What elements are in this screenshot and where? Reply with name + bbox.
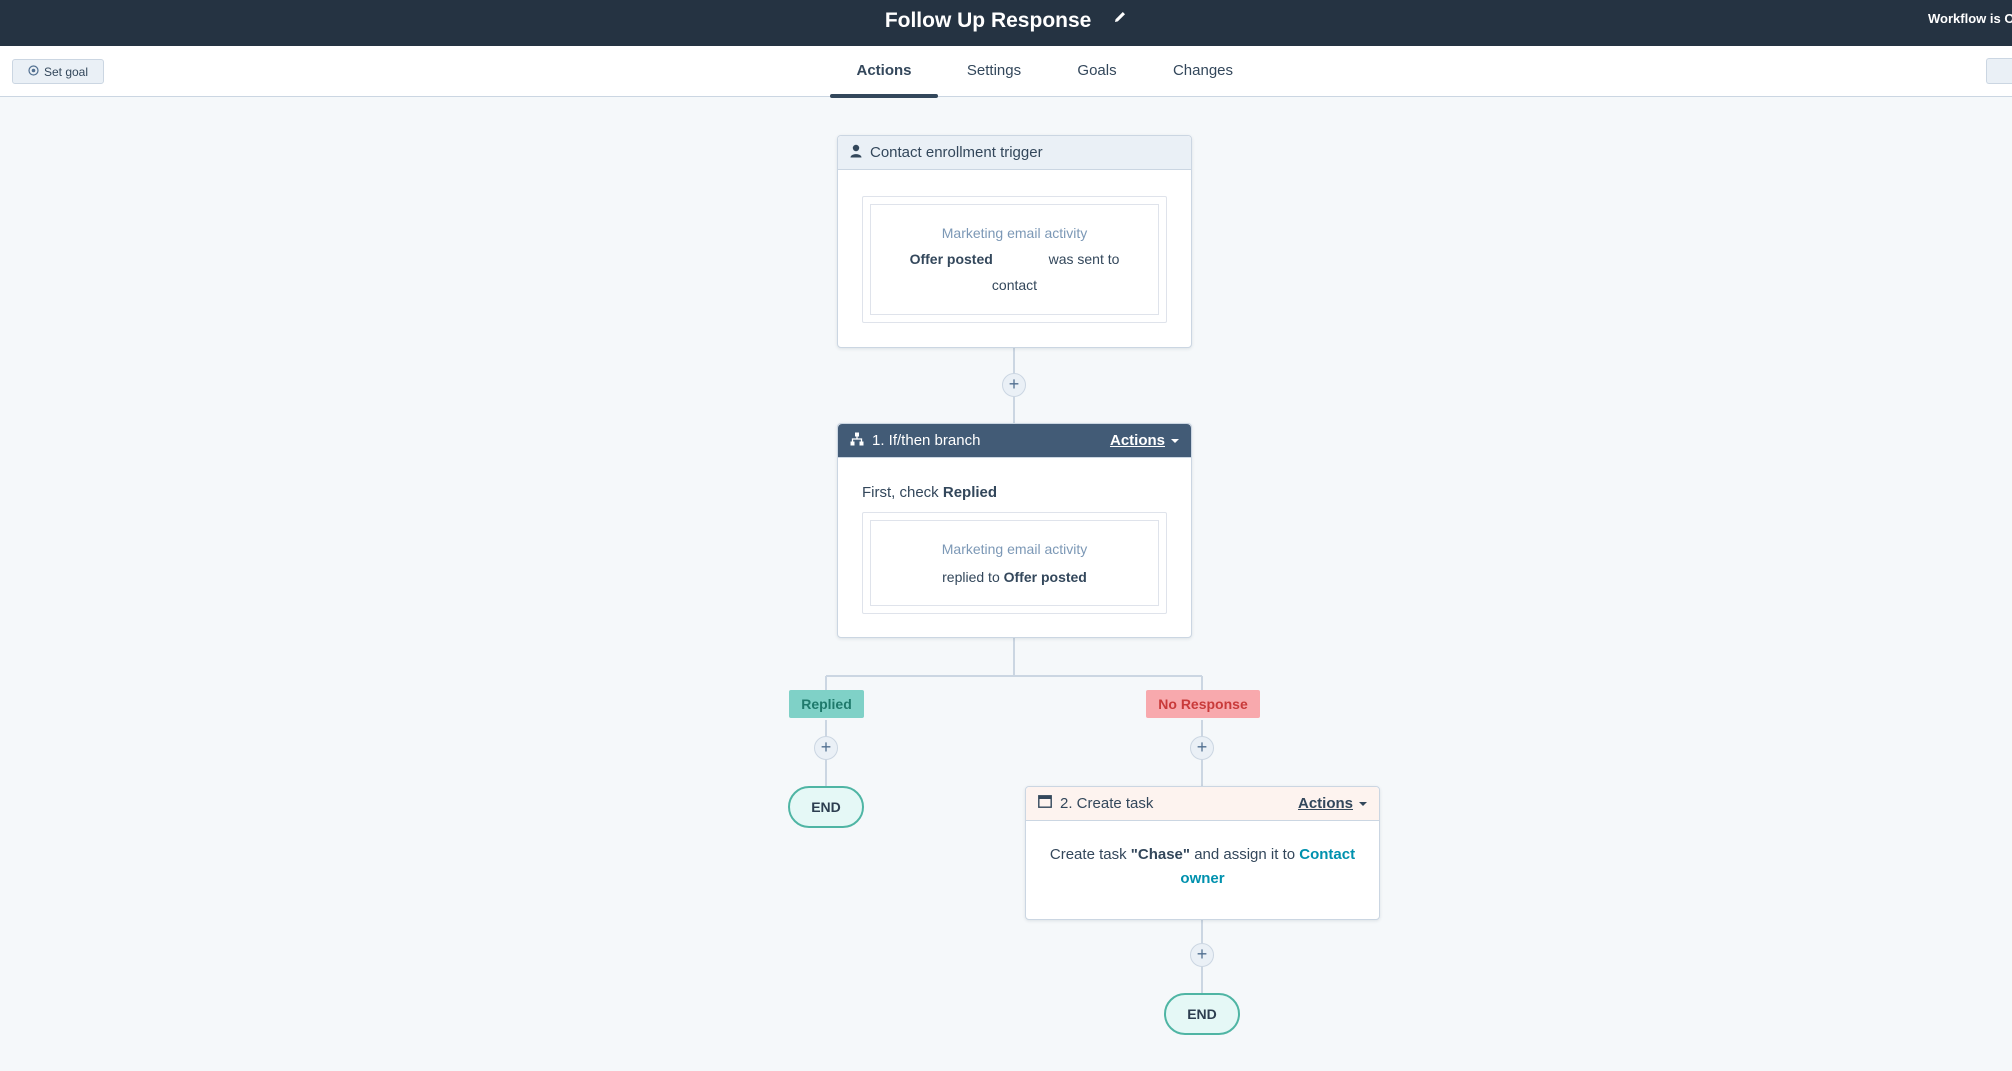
workflow-title[interactable]: Follow Up Response <box>884 9 1092 32</box>
top-bar: Follow Up Response Workflow is Off <box>0 0 2012 46</box>
add-action-button-replied[interactable]: + <box>814 736 838 760</box>
tab-actions[interactable]: Actions <box>830 46 938 98</box>
branch-email-name: Offer posted <box>1003 569 1087 585</box>
task-title: 2. Create task <box>1060 795 1154 812</box>
enrollment-trigger-card[interactable]: Contact enrollment trigger Marketing ema… <box>837 135 1192 348</box>
branch-actions-dropdown[interactable]: Actions <box>1110 432 1179 449</box>
workflow-title-area: Follow Up Response <box>0 0 2012 46</box>
add-action-button-after-task[interactable]: + <box>1190 943 1214 967</box>
tab-settings[interactable]: Settings <box>966 62 1022 79</box>
trigger-title: Contact enrollment trigger <box>870 144 1043 161</box>
branch-label-no-response[interactable]: No Response <box>1146 690 1260 718</box>
task-description: Create task "Chase" and assign it to Con… <box>1046 843 1359 891</box>
branch-check-prefix: First, check <box>862 484 939 501</box>
branch-condition: replied to <box>942 569 1000 585</box>
create-task-card[interactable]: 2. Create task Actions Create task "Chas… <box>1025 786 1380 920</box>
task-text-mid: and assign it to <box>1194 846 1296 863</box>
trigger-header: Contact enrollment trigger <box>838 136 1191 170</box>
task-assignee-link[interactable]: Contact owner <box>1180 846 1356 887</box>
trigger-object: contact <box>991 277 1038 293</box>
branch-filter-box[interactable]: Marketing email activity replied to Offe… <box>862 512 1167 614</box>
add-action-button-no-response[interactable]: + <box>1190 736 1214 760</box>
end-node-replied: END <box>788 786 864 828</box>
branch-actions-label: Actions <box>1109 432 1165 449</box>
tab-goals[interactable]: Goals <box>1077 62 1117 79</box>
branch-check-line: First, check Replied <box>862 484 997 501</box>
set-goal-button[interactable]: Set goal <box>12 59 104 84</box>
tab-bar: Set goal Actions Settings Goals Changes <box>0 46 2012 98</box>
branch-label-replied[interactable]: Replied <box>789 690 864 718</box>
branch-icon <box>850 432 864 450</box>
task-icon <box>1038 795 1052 812</box>
trigger-condition: was sent to <box>1048 251 1120 267</box>
branch-title: 1. If/then branch <box>872 432 981 449</box>
if-then-branch-card[interactable]: 1. If/then branch Actions First, check R… <box>837 423 1192 638</box>
tabs: Actions Settings Goals Changes <box>0 46 2012 98</box>
branch-filter-category: Marketing email activity <box>941 541 1088 557</box>
target-icon <box>28 64 39 79</box>
branch-check-name: Replied <box>942 484 998 501</box>
task-actions-label: Actions <box>1297 795 1353 812</box>
task-header: 2. Create task Actions <box>1026 787 1379 821</box>
chevron-down-icon <box>1359 801 1367 806</box>
end-node-no-response: END <box>1164 993 1240 1035</box>
toolbar-right-button[interactable] <box>1986 58 2012 84</box>
set-goal-label: Set goal <box>43 64 89 79</box>
contact-icon <box>850 144 862 162</box>
chevron-down-icon <box>1171 438 1179 443</box>
workflow-status[interactable]: Workflow is Off <box>1928 11 2012 26</box>
trigger-filter-box[interactable]: Marketing email activity Offer posted wa… <box>862 196 1167 323</box>
task-text-prefix: Create task <box>1049 846 1127 863</box>
task-actions-dropdown[interactable]: Actions <box>1298 795 1367 812</box>
trigger-filter-category: Marketing email activity <box>941 225 1088 241</box>
branch-header: 1. If/then branch Actions <box>838 424 1191 458</box>
task-name: "Chase" <box>1130 846 1191 863</box>
add-action-button[interactable]: + <box>1002 373 1026 397</box>
tab-changes[interactable]: Changes <box>1172 62 1234 79</box>
pencil-icon[interactable] <box>1113 0 1127 39</box>
trigger-email-name: Offer posted <box>909 251 993 267</box>
